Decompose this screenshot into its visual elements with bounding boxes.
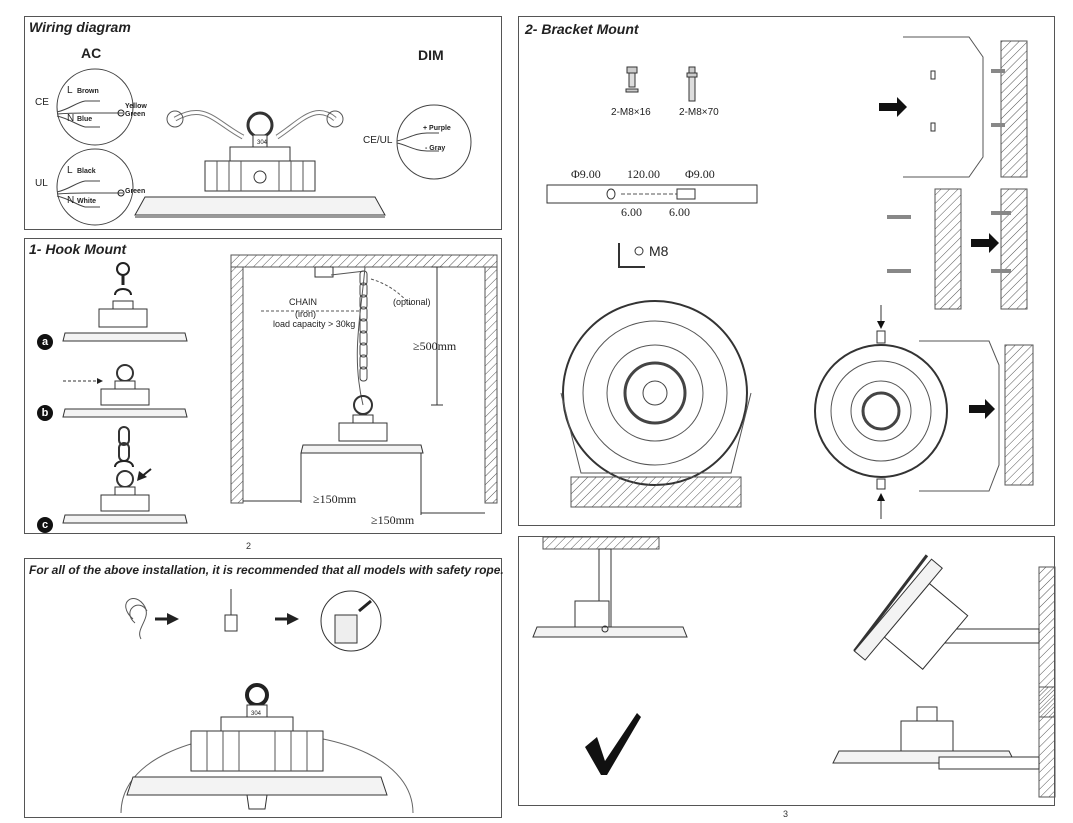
dim-500: ≥500mm: [413, 339, 457, 353]
bracket-bar-drawing: [546, 184, 758, 204]
ul-N: N: [67, 195, 75, 206]
dim-150b: ≥150mm: [371, 513, 415, 527]
optional-label: (optional): [393, 297, 431, 307]
dim-ceul: CE/UL: [363, 135, 393, 146]
ac-label: AC: [81, 45, 102, 61]
round-lamp-bracket: [560, 300, 752, 508]
dim-label: DIM: [418, 47, 444, 63]
screw-m8x70: 2-M8×70: [679, 107, 719, 118]
wiring-diagram-panel: Wiring diagram AC DIM CE L Brown Yellow …: [24, 16, 502, 230]
ul-label: UL: [35, 178, 48, 189]
step-c-badge: c: [37, 517, 53, 533]
chain-material: (iron): [295, 309, 317, 319]
dim-150a: ≥150mm: [313, 492, 357, 506]
hook-mount-panel: 1- Hook Mount a b c: [24, 238, 502, 534]
step-b-badge: b: [37, 405, 53, 421]
ce-L: L: [67, 85, 73, 96]
wall-bracket-top: [879, 36, 1028, 178]
allen-wrench-icon: [618, 243, 645, 268]
hook-title: 1- Hook Mount: [29, 241, 127, 257]
wall-bracket-middle: [887, 188, 1028, 310]
hook-step-b-lamp: [62, 364, 188, 418]
ul-black: Black: [77, 168, 96, 175]
horizontal-wall-lamp: [832, 686, 1056, 798]
hook-room-diagram: [230, 254, 498, 515]
span-120: 120.00: [627, 167, 660, 181]
hook-step-a-lamp: [62, 262, 188, 342]
phi-right: Φ9.00: [685, 167, 715, 181]
hole-right: 6.00: [669, 205, 690, 219]
safety-dome-lamp: [120, 683, 414, 814]
load-capacity: load capacity > 30kg: [273, 319, 356, 329]
safety-steps: [125, 589, 382, 652]
safety-ring-tag: 304: [251, 711, 262, 717]
ce-label: CE: [35, 97, 49, 108]
bracket-title: 2- Bracket Mount: [525, 21, 639, 37]
ul-L: L: [67, 165, 73, 176]
bracket-mount-panel: 2- Bracket Mount 2-M8×16 2-M8×70 Φ9.00 1…: [518, 16, 1055, 526]
ul-green: Green: [125, 188, 146, 195]
dim-wiring-circle: [396, 104, 472, 180]
phi-left: Φ9.00: [571, 167, 601, 181]
screw-m8x16: 2-M8×16: [611, 107, 651, 118]
wrench-m8: M8: [649, 243, 669, 259]
step-a-badge: a: [37, 334, 53, 350]
ce-wiring-circle: [56, 68, 134, 146]
ring-tag: 304: [257, 140, 268, 146]
angled-wall-lamp: [853, 554, 1056, 718]
ul-white: White: [77, 198, 97, 205]
wiring-title: Wiring diagram: [29, 19, 131, 35]
ce-blue: Blue: [77, 116, 93, 123]
chain-label: CHAIN: [289, 297, 318, 307]
ce-brown: Brown: [77, 88, 99, 95]
page-number-left: 2: [246, 541, 252, 551]
screw-icons: [625, 66, 698, 102]
safety-title: For all of the above installation, it is…: [29, 563, 504, 577]
dim-purple: + Purple: [423, 125, 451, 132]
safety-rope-panel: For all of the above installation, it is…: [24, 558, 504, 818]
page-number-right: 3: [783, 809, 789, 819]
highbay-lamp-illustration: [134, 110, 386, 218]
round-lamp-wall: [814, 305, 1034, 519]
pendant-mount-lamp: [532, 536, 688, 638]
ce-N: N: [67, 113, 75, 124]
mount-result-panel: [518, 536, 1056, 806]
hole-left: 6.00: [621, 205, 642, 219]
hook-step-c-lamp: [62, 426, 188, 524]
ul-wiring-circle: [56, 148, 134, 226]
ce-yellow-green: Yellow Green: [125, 103, 147, 118]
dim-gray: - Gray: [425, 145, 446, 152]
check-mark-icon: [585, 713, 641, 775]
